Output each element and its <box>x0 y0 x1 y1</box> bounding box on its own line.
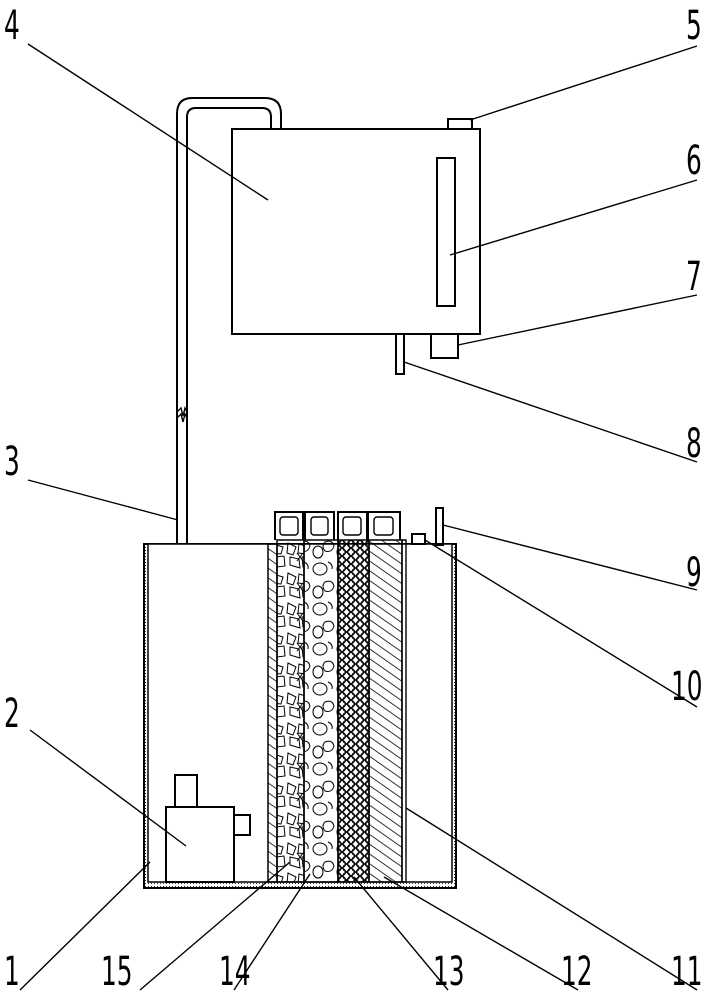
label-14: 14 <box>219 949 251 995</box>
filter-layer-11 <box>401 539 407 883</box>
label-6: 6 <box>686 138 702 184</box>
small-fitting <box>411 533 426 545</box>
filter-layer-15 <box>267 543 278 883</box>
handle-4 <box>367 511 401 540</box>
label-4: 4 <box>4 3 20 49</box>
label-1: 1 <box>4 949 20 995</box>
water-pump <box>165 774 251 883</box>
label-9: 9 <box>686 550 702 596</box>
label-8: 8 <box>686 421 702 467</box>
inlet-cap <box>447 118 473 130</box>
outlet-pipe <box>395 333 405 375</box>
outlet-valve <box>430 333 459 359</box>
label-3: 3 <box>4 439 20 485</box>
upper-water-tank <box>231 118 481 375</box>
filter-layer-13 <box>337 539 370 883</box>
handle-1 <box>274 511 304 540</box>
sensor-rod <box>435 507 444 546</box>
label-10: 10 <box>671 664 703 710</box>
label-12: 12 <box>561 949 593 995</box>
filter-layers <box>267 511 407 883</box>
label-15: 15 <box>101 949 133 995</box>
level-gauge <box>436 157 456 307</box>
label-11: 11 <box>671 949 703 995</box>
connecting-pipe <box>176 97 282 775</box>
filter-layer-12 <box>368 539 403 883</box>
label-13: 13 <box>433 949 465 995</box>
label-7: 7 <box>686 254 702 300</box>
label-2: 2 <box>4 691 20 737</box>
handle-2 <box>304 511 335 540</box>
leader-lines <box>19 43 698 991</box>
filter-layer-gravel <box>276 539 305 883</box>
label-5: 5 <box>686 3 702 49</box>
filter-layer-14 <box>303 539 339 883</box>
